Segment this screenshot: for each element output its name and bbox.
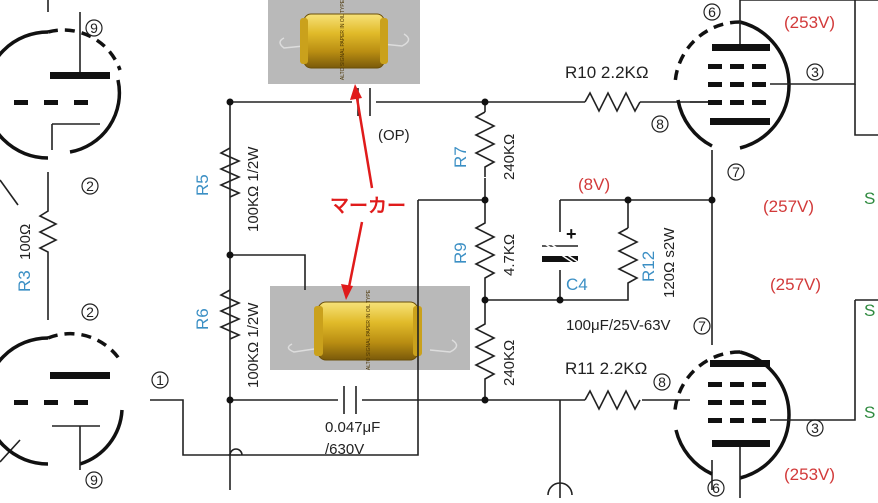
tube-v1-bottom	[0, 331, 124, 470]
photo-cap-bottom-print: ALTO SIGNAL PAPER IN OIL TYPE	[366, 289, 372, 370]
pin-7-bottom: 7	[698, 318, 706, 334]
pin-1: 1	[156, 372, 164, 388]
r7-name: R7	[451, 146, 470, 168]
resistor-r10	[584, 91, 641, 113]
capacitor-0047	[343, 386, 357, 414]
voltage-253-top: (253V)	[784, 13, 835, 32]
r8-value: 240KΩ	[501, 340, 518, 386]
r12-value: 120Ω s2W	[661, 227, 678, 298]
r9-value: 4.7KΩ	[501, 234, 518, 276]
cap-value-1: 0.047μF	[325, 419, 380, 436]
resistor-r5	[219, 147, 241, 198]
r3-name: R3	[15, 270, 34, 292]
r12-name: R12	[639, 251, 658, 282]
photo-capacitor-top: ALTO SIGNAL PAPER IN OIL TYPE	[268, 0, 420, 84]
resistor-r9	[474, 215, 496, 284]
tube-v1-top	[0, 12, 122, 160]
voltage-257-lower: (257V)	[770, 275, 821, 294]
r11-label: R11 2.2KΩ	[565, 359, 647, 378]
pin-6-bottom: 6	[712, 480, 720, 496]
cap-op-label: (OP)	[378, 127, 410, 144]
labels: マーカー (OP) 0.047μF /630V R3 100Ω R5 100KΩ…	[15, 13, 875, 484]
voltage-8: (8V)	[578, 175, 610, 194]
marker-arrows	[341, 84, 374, 300]
voltage-257-mid: (257V)	[763, 197, 814, 216]
pin-3-top: 3	[811, 64, 819, 80]
marker-label: マーカー	[330, 195, 406, 217]
pin-9-bottom: 9	[90, 472, 98, 488]
resistor-r8	[474, 320, 496, 390]
r6-value: 100KΩ 1/2W	[245, 302, 262, 388]
pin-2-lower: 2	[86, 304, 94, 320]
pin-2-upper: 2	[86, 178, 94, 194]
photo-capacitor-bottom: ALTO SIGNAL PAPER IN OIL TYPE	[270, 286, 470, 370]
pin-markers: 9 2 2 1 9 6 3 8 7 7 8 3 6	[81, 3, 824, 497]
edge-s-1: S	[864, 189, 875, 208]
resistor-r6	[219, 289, 241, 340]
r7-value: 240KΩ	[501, 134, 518, 180]
r3-value: 100Ω	[17, 224, 34, 260]
pin-6-top: 6	[708, 4, 716, 20]
pin-8-bottom: 8	[658, 374, 666, 390]
pin-3-bottom: 3	[811, 420, 819, 436]
r10-label: R10 2.2KΩ	[565, 63, 649, 82]
c4-name: C4	[566, 275, 588, 294]
pin-9-top: 9	[90, 20, 98, 36]
r5-value: 100KΩ 1/2W	[245, 146, 262, 232]
resistor-r7	[474, 111, 496, 177]
capacitor-c4	[542, 243, 582, 265]
pin-8-top: 8	[656, 116, 664, 132]
r5-name: R5	[193, 174, 212, 196]
resistor-r11	[584, 389, 641, 411]
r6-name: R6	[193, 308, 212, 330]
pin-7-top: 7	[732, 164, 740, 180]
photo-cap-top-print: ALTO SIGNAL PAPER IN OIL TYPE	[340, 0, 346, 80]
tube-output-bottom	[673, 350, 800, 482]
tube-output-top	[673, 10, 798, 150]
edge-s-2: S	[864, 301, 875, 320]
r9-name: R9	[451, 242, 470, 264]
c4-value: 100μF/25V-63V	[566, 317, 671, 334]
resistor-r3	[38, 205, 58, 262]
resistor-r12	[617, 227, 639, 292]
edge-s-3: S	[864, 403, 875, 422]
c4-plus: +	[566, 224, 577, 244]
voltage-253-bottom: (253V)	[784, 465, 835, 484]
cap-value-2: /630V	[325, 441, 364, 458]
